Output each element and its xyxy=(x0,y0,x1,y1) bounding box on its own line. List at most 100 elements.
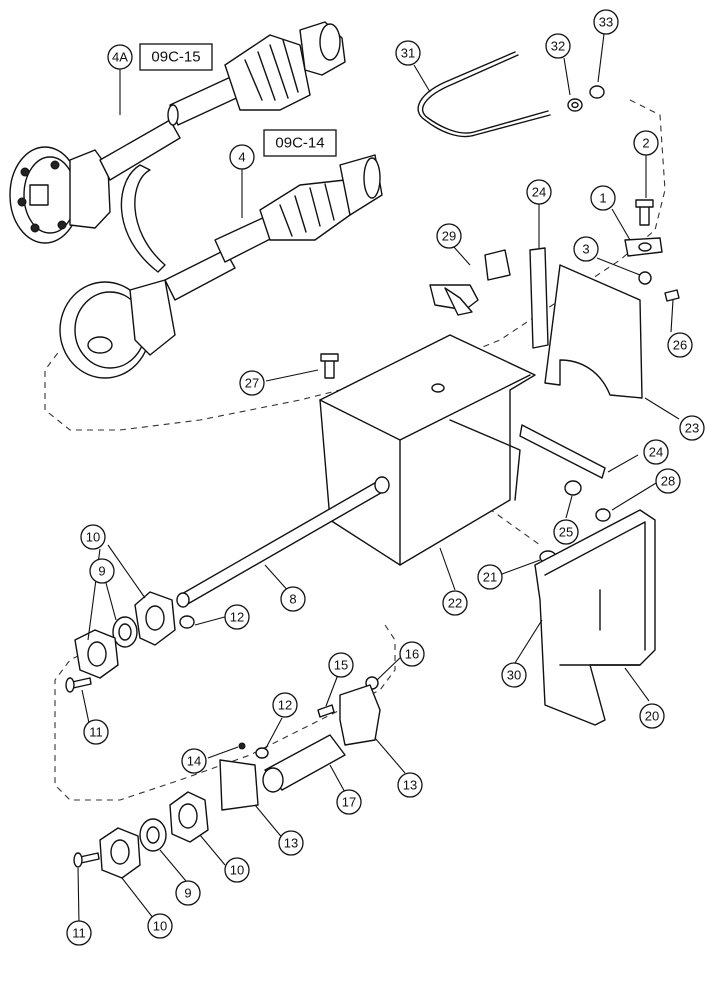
leader-lines xyxy=(77,33,680,924)
callout-number: 2 xyxy=(642,136,649,151)
callout-circle xyxy=(436,223,462,249)
callout-circle xyxy=(593,9,619,35)
flange-10-lower-left xyxy=(99,827,141,879)
ref-box-09c-15: 09C-15 xyxy=(139,43,213,71)
callout-c3: 3 xyxy=(573,236,599,262)
callout-circle xyxy=(643,439,669,465)
callout-number: 13 xyxy=(284,836,298,851)
callout-number: 21 xyxy=(483,570,497,585)
callout-c9a: 9 xyxy=(89,558,115,584)
callout-number: 11 xyxy=(89,725,103,740)
callout-circle xyxy=(147,913,173,939)
ref-label-09c-15: 09C-15 xyxy=(151,49,200,66)
callout-number: 9 xyxy=(184,886,191,901)
callout-circle xyxy=(66,920,92,946)
callout-c17: 17 xyxy=(336,789,362,815)
callout-number: 32 xyxy=(551,39,565,54)
callout-c4a: 4A xyxy=(107,44,133,70)
callout-c8: 8 xyxy=(280,586,306,612)
callout-number: 8 xyxy=(289,592,296,607)
callout-circle xyxy=(501,662,527,688)
nut-25 xyxy=(564,480,582,496)
callout-c24b: 24 xyxy=(643,439,669,465)
callout-c10b: 10 xyxy=(224,857,250,883)
callout-c12a: 12 xyxy=(224,604,250,630)
callout-circle xyxy=(553,519,579,545)
bracket-13-upper xyxy=(339,684,381,746)
callout-number: 22 xyxy=(448,596,462,611)
callout-c21: 21 xyxy=(477,564,503,590)
callout-number: 13 xyxy=(403,778,417,793)
callout-circle xyxy=(679,415,705,441)
callout-number: 24 xyxy=(649,445,663,460)
flange-10-upper-left xyxy=(74,629,119,679)
callout-c25: 25 xyxy=(553,519,579,545)
strip-24-horizontal xyxy=(519,424,606,479)
callout-number: 27 xyxy=(245,376,259,391)
callout-c31: 31 xyxy=(395,40,421,66)
callout-number: 31 xyxy=(401,46,415,61)
callout-number: 4 xyxy=(238,150,245,165)
callout-number: 20 xyxy=(645,709,659,724)
callout-circle xyxy=(278,830,304,856)
callout-circle xyxy=(395,40,421,66)
box-22 xyxy=(319,334,536,566)
dashed-group-lower xyxy=(54,624,396,801)
callout-circle xyxy=(224,857,250,883)
callout-number: 28 xyxy=(661,474,675,489)
callout-circle xyxy=(229,144,255,170)
callout-number: 14 xyxy=(187,754,201,769)
pto-driveline-4 xyxy=(59,154,383,379)
callout-c10a: 10 xyxy=(80,524,106,550)
screw-14 xyxy=(238,742,246,750)
callout-c11b: 11 xyxy=(66,920,92,946)
nut-12-lower xyxy=(255,747,269,759)
callout-c33: 33 xyxy=(593,9,619,35)
callout-c1: 1 xyxy=(590,185,616,211)
ref-box-09c-14: 09C-14 xyxy=(263,129,337,157)
flange-10-lower-right xyxy=(169,791,209,843)
tube-17 xyxy=(262,734,346,793)
callout-number: 17 xyxy=(342,795,356,810)
bolt-28 xyxy=(595,508,611,522)
callout-c4: 4 xyxy=(229,144,255,170)
callout-circle xyxy=(83,719,109,745)
shaft-8 xyxy=(176,476,390,608)
callout-c11a: 11 xyxy=(83,719,109,745)
callout-circle xyxy=(397,772,423,798)
callout-number: 10 xyxy=(86,530,100,545)
bracket-13-lower xyxy=(219,759,259,811)
clamp-1 xyxy=(624,237,663,257)
callout-number: 33 xyxy=(599,15,613,30)
callout-c28: 28 xyxy=(655,468,681,494)
callout-number: 9 xyxy=(98,564,105,579)
plate-23 xyxy=(544,264,643,399)
callout-circle xyxy=(545,33,571,59)
nut-32 xyxy=(567,98,583,112)
bearing-9-upper xyxy=(112,616,138,648)
callout-c30: 30 xyxy=(501,662,527,688)
callout-c12b: 12 xyxy=(272,692,298,718)
pto-driveline-4a xyxy=(9,21,346,244)
ref-label-09c-14: 09C-14 xyxy=(275,135,324,152)
bolt-11-upper xyxy=(65,677,92,693)
callout-circle xyxy=(573,236,599,262)
callout-number: 24 xyxy=(532,185,546,200)
screw-15 xyxy=(317,704,335,718)
callout-circle xyxy=(590,185,616,211)
callout-circle xyxy=(89,558,115,584)
callout-c2: 2 xyxy=(633,130,659,156)
callout-number: 3 xyxy=(582,242,589,257)
callout-c29: 29 xyxy=(436,223,462,249)
callout-c9b: 9 xyxy=(175,880,201,906)
nut-3 xyxy=(638,271,652,285)
flange-10-upper-right xyxy=(134,591,176,646)
callout-c15: 15 xyxy=(328,652,354,678)
callout-circle xyxy=(399,641,425,667)
u-bolt-31 xyxy=(417,51,551,138)
hydraulic-couplers-29 xyxy=(429,249,511,316)
nut-12-upper xyxy=(179,615,195,629)
callout-circle xyxy=(442,590,468,616)
